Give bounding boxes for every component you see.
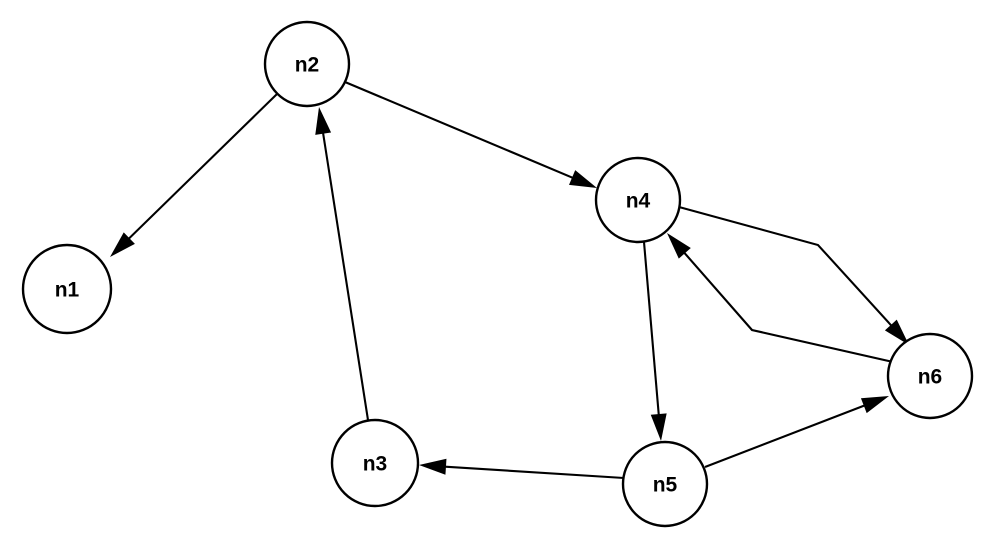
graph-edge-n5-to-n3[interactable]	[419, 458, 625, 480]
node-circle-n3[interactable]	[330, 418, 420, 508]
edge-line	[680, 248, 894, 364]
node-circle-n4[interactable]	[594, 156, 682, 244]
nodes-layer: n1 n2 n3 n4 n5 n6	[21, 20, 974, 528]
edge-line	[678, 205, 895, 330]
graph-node-n1[interactable]: n1	[21, 243, 113, 335]
edge-line	[125, 93, 278, 243]
graph-node-n6[interactable]: n6	[886, 332, 974, 420]
arrowhead-icon	[110, 232, 135, 257]
edge-line	[344, 81, 577, 181]
node-circle-n5[interactable]	[621, 440, 709, 528]
graph-edge-n2-to-n4[interactable]	[344, 81, 597, 188]
node-circle-n1[interactable]	[21, 243, 113, 335]
edges-layer	[110, 81, 909, 480]
node-label-n1: n1	[55, 279, 80, 302]
edge-line	[321, 128, 370, 421]
edge-line	[441, 465, 625, 480]
graph-node-n2[interactable]: n2	[263, 20, 351, 108]
node-label-n3: n3	[363, 453, 388, 476]
edge-line	[642, 241, 661, 420]
arrowhead-icon	[884, 319, 909, 345]
edge-line	[704, 402, 869, 468]
node-circle-n6[interactable]	[886, 332, 974, 420]
arrowhead-icon	[419, 458, 447, 475]
graph-edge-n4-to-n6[interactable]	[678, 205, 909, 345]
graph-edge-n2-to-n1[interactable]	[110, 93, 278, 257]
arrowhead-icon	[569, 170, 597, 188]
arrowhead-icon	[860, 396, 889, 414]
graph-node-n4[interactable]: n4	[594, 156, 682, 244]
arrowhead-icon	[650, 413, 667, 441]
node-label-n5: n5	[653, 474, 678, 497]
arrowhead-icon	[315, 107, 332, 135]
graph-edge-n4-to-n5[interactable]	[642, 241, 667, 441]
node-label-n6: n6	[918, 366, 943, 389]
node-label-n2: n2	[295, 54, 320, 77]
node-label-n4: n4	[626, 190, 651, 213]
graph-node-n5[interactable]: n5	[621, 440, 709, 528]
node-circle-n2[interactable]	[263, 20, 351, 108]
graph-edge-n3-to-n2[interactable]	[315, 107, 370, 421]
graph-edge-n5-to-n6[interactable]	[704, 396, 889, 468]
graph-edge-n6-to-n4[interactable]	[667, 233, 894, 364]
graph-node-n3[interactable]: n3	[330, 418, 420, 508]
arrowhead-icon	[667, 233, 691, 259]
